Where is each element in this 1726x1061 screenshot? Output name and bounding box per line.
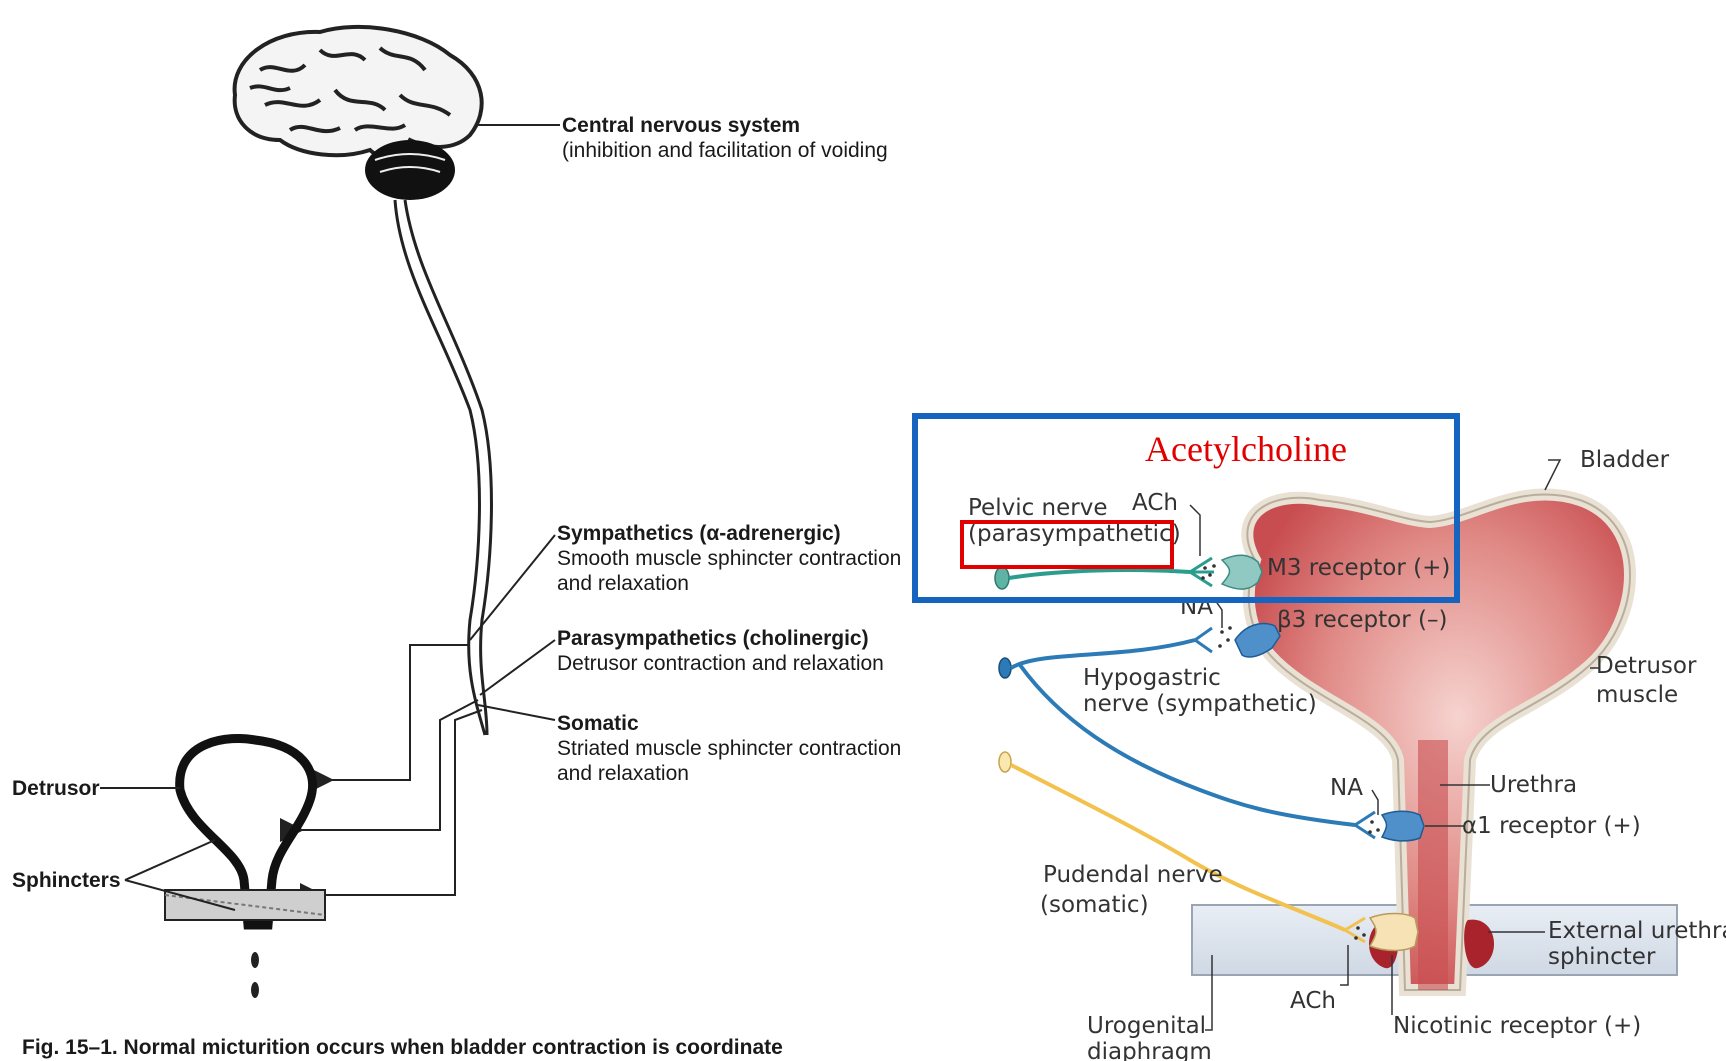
nicotinic-receptor-icon: [1370, 914, 1418, 951]
brain-icon: [235, 27, 482, 200]
external-sphincter-label-2: sphincter: [1548, 944, 1656, 970]
somatic-label: Somatic: [557, 712, 639, 735]
detrusor-muscle-label-1: Detrusor: [1596, 653, 1697, 679]
pelvic-nerve: [995, 558, 1216, 589]
sphincters-label: Sphincters: [12, 869, 121, 892]
detrusor-left-label: Detrusor: [12, 777, 100, 800]
right-figure: Bladder Pelvic nerve (parasympathetic) A…: [915, 416, 1726, 1061]
bladder-sketch: [165, 738, 325, 998]
pelvic-nerve-label: Pelvic nerve: [968, 495, 1108, 521]
detrusor-muscle-label-2: muscle: [1596, 682, 1678, 708]
urogenital-label-1: Urogenital: [1087, 1013, 1206, 1039]
left-figure: Central nervous system (inhibition and f…: [12, 27, 901, 1059]
ach-bottom-label: ACh: [1290, 988, 1336, 1014]
ach-top-label: ACh: [1132, 490, 1178, 516]
urogenital-label-2: diaphragm: [1087, 1039, 1212, 1061]
bladder-label: Bladder: [1580, 447, 1670, 473]
sympathetics-line1: Smooth muscle sphincter contraction: [557, 547, 901, 570]
parasympathetics-label: Parasympathetics (cholinergic): [557, 627, 869, 650]
cns-sublabel: (inhibition and facilitation of voiding: [562, 139, 888, 162]
external-sphincter-label-1: External urethral: [1548, 918, 1726, 944]
nicotinic-receptor-label: Nicotinic receptor (+): [1393, 1013, 1641, 1039]
somatic-line1: Striated muscle sphincter contraction: [557, 737, 901, 760]
alpha1-receptor-icon: [1382, 811, 1424, 841]
pelvic-nerve-type-label: (parasympathetic): [968, 521, 1181, 547]
beta3-receptor-label: β3 receptor (–): [1277, 607, 1447, 633]
hypogastric-label-1: Hypogastric: [1083, 665, 1221, 691]
m3-receptor-label: M3 receptor (+): [1267, 555, 1450, 581]
somatic-line2: and relaxation: [557, 762, 689, 785]
pudendal-label-2: (somatic): [1040, 892, 1149, 918]
parasympathetics-line1: Detrusor contraction and relaxation: [557, 652, 884, 675]
cns-label: Central nervous system: [562, 114, 800, 137]
na-mid-label: NA: [1330, 775, 1363, 801]
sympathetics-label: Sympathetics (α-adrenergic): [557, 522, 841, 545]
sympathetics-line2: and relaxation: [557, 572, 689, 595]
acetylcholine-annotation: Acetylcholine: [1145, 429, 1347, 469]
hypogastric-label-2: nerve (sympathetic): [1083, 691, 1317, 717]
figure-caption: Fig. 15–1. Normal micturition occurs whe…: [22, 1036, 783, 1059]
alpha1-receptor-label: α1 receptor (+): [1462, 813, 1641, 839]
pudendal-label-1: Pudendal nerve: [1043, 862, 1223, 888]
urethra-label: Urethra: [1490, 772, 1577, 798]
m3-receptor-icon: [1222, 555, 1262, 589]
